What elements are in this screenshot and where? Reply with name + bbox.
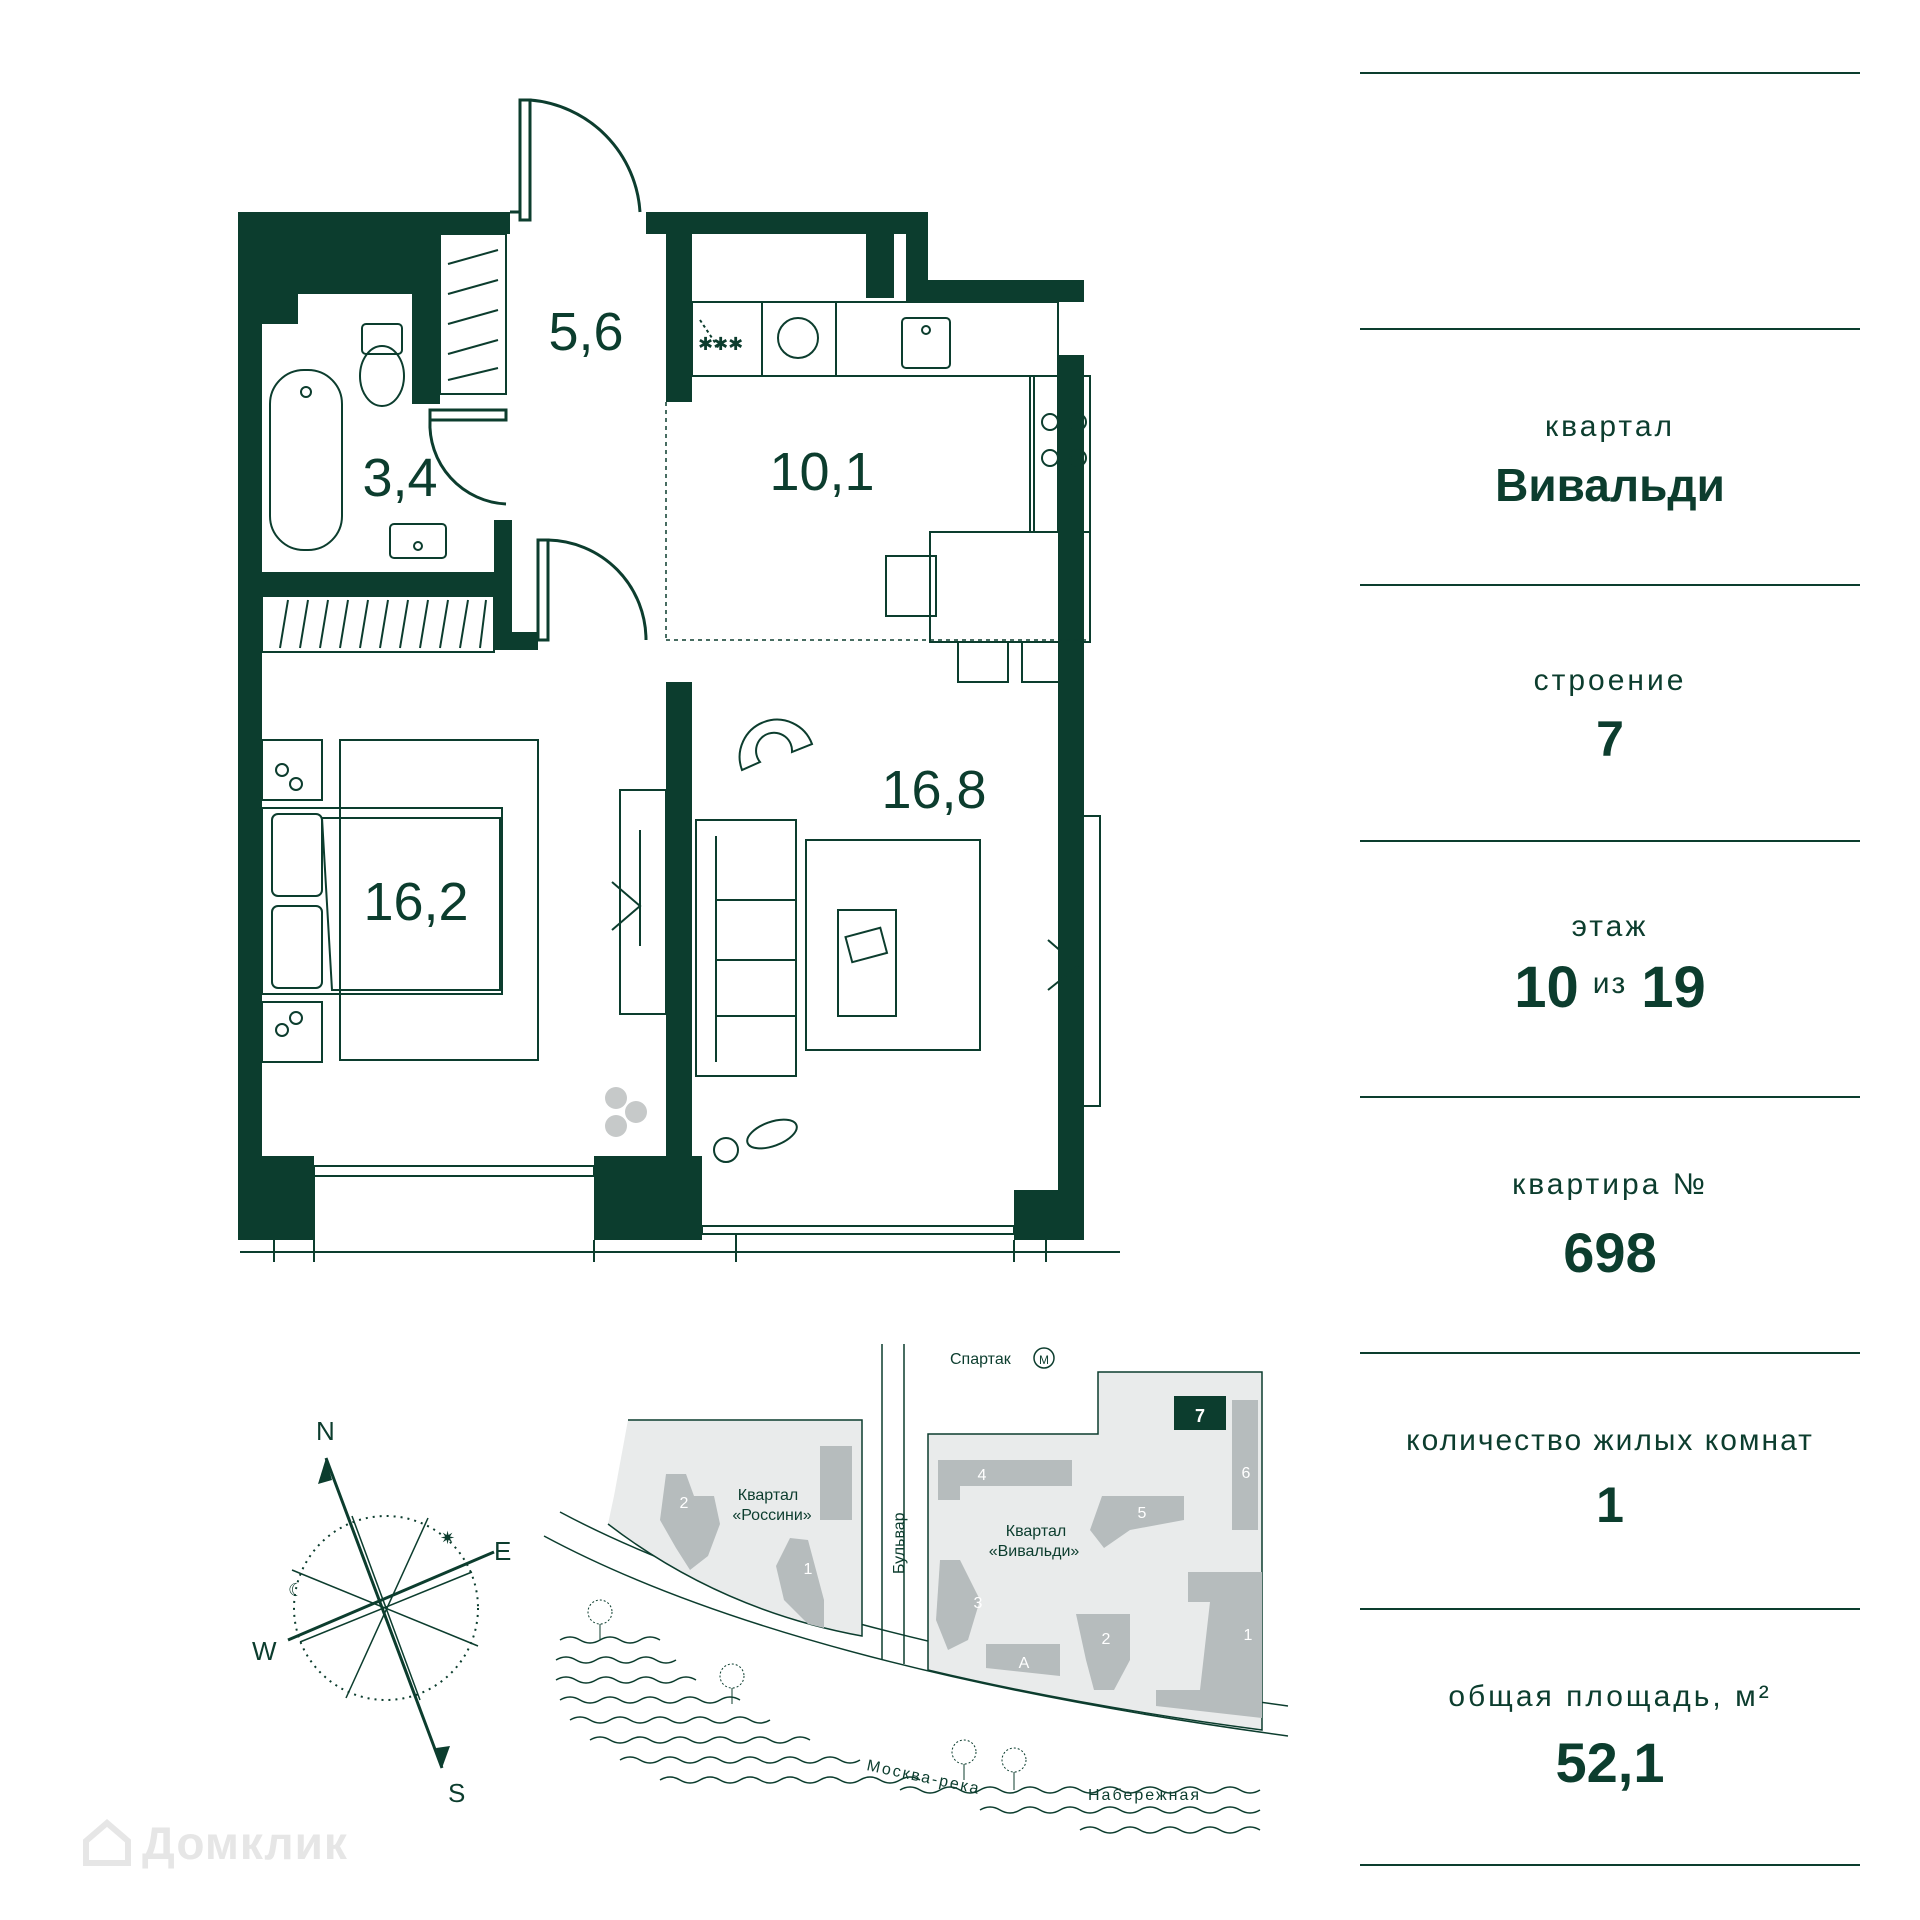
metro-symbol: М — [1039, 1353, 1049, 1367]
vivaldi-num-3: 3 — [974, 1595, 983, 1612]
rossini-buildings — [660, 1446, 852, 1628]
watermark-text: Домклик — [142, 1817, 348, 1869]
moon-icon: ☾ — [288, 1580, 304, 1600]
divider — [1360, 1352, 1860, 1354]
room-area-bath: 3,4 — [362, 448, 437, 508]
divider — [1360, 72, 1860, 74]
vivaldi-label-line1: Квартал — [1006, 1523, 1066, 1540]
kitchen-fixtures — [691, 301, 1091, 683]
bathroom-door — [428, 408, 508, 506]
windows — [240, 1165, 1120, 1262]
bedroom-wardrobe — [261, 595, 495, 653]
district-value: Вивальди — [1495, 459, 1725, 511]
site-map: 7 2 1 4 5 6 3 2 1 A Спартак М Бульвар Мо… — [543, 1344, 1289, 1834]
divider — [1360, 1864, 1860, 1866]
apartment-value: 698 — [1563, 1221, 1657, 1284]
sun-icon: ✷ — [440, 1528, 455, 1548]
room-area-bedroom: 16,2 — [363, 872, 468, 932]
metro-icon — [1033, 1347, 1055, 1369]
floor-separator: из — [1592, 967, 1628, 1000]
room-area-hall: 5,6 — [548, 302, 623, 362]
vivaldi-num-4: 4 — [978, 1467, 987, 1484]
building-numbers: 2 1 4 5 6 3 2 1 A — [680, 1465, 1253, 1672]
entrance-door — [510, 98, 642, 222]
divider — [1360, 328, 1860, 330]
rossini-num-2: 2 — [680, 1495, 689, 1512]
vivaldi-label-line2: «Вивальди» — [989, 1543, 1080, 1560]
svg-text:✱✱✱: ✱✱✱ — [698, 334, 743, 354]
highlighted-building-box — [1174, 1396, 1226, 1430]
apartment-label: квартира № — [1512, 1168, 1708, 1201]
divider — [1360, 1608, 1860, 1610]
divider — [1360, 840, 1860, 842]
rossini-label-line2: «Россини» — [732, 1507, 811, 1524]
divider — [1360, 584, 1860, 586]
vivaldi-num-5: 5 — [1138, 1505, 1147, 1522]
compass-n: N — [316, 1416, 335, 1446]
bedroom-door — [536, 538, 648, 642]
divider — [1360, 1096, 1860, 1098]
compass: N E W S ✷ ☾ — [252, 1416, 511, 1808]
rossini-num-1: 1 — [804, 1561, 813, 1578]
watermark: Домклик — [80, 1815, 348, 1870]
hall-wardrobe — [439, 233, 507, 395]
compass-s: S — [448, 1778, 465, 1808]
floor-current: 10 — [1514, 955, 1579, 1020]
outer-walls — [238, 212, 1084, 1240]
metro-label: Спартак — [950, 1351, 1012, 1368]
building-label: строение — [1533, 664, 1687, 697]
highlighted-building: 7 — [1195, 1406, 1205, 1426]
embankment-label: Набережная — [1088, 1787, 1201, 1804]
rooms-value: 1 — [1596, 1477, 1624, 1533]
vivaldi-num-1: 1 — [1244, 1627, 1253, 1644]
river-waves — [555, 1636, 1261, 1834]
vivaldi-num-a: A — [1019, 1655, 1030, 1672]
room-area-living: 16,8 — [881, 760, 986, 820]
boulevard-label: Бульвар — [891, 1512, 908, 1574]
vivaldi-num-6: 6 — [1242, 1465, 1251, 1482]
area-value: 52,1 — [1555, 1731, 1665, 1794]
vivaldi-num-2: 2 — [1102, 1631, 1111, 1648]
rossini-label-line1: Квартал — [738, 1487, 798, 1504]
district-label: квартал — [1544, 410, 1676, 443]
bedroom-furniture — [261, 739, 667, 1063]
stove-marks: ✱✱✱ — [698, 334, 743, 354]
floor-value: 10 из 19 — [1360, 954, 1860, 1021]
area-label: общая площадь, м² — [1448, 1680, 1772, 1713]
bathroom-fixtures — [269, 323, 447, 559]
compass-w: W — [252, 1636, 277, 1666]
compass-e: E — [494, 1536, 511, 1566]
floor-label: этаж — [1571, 910, 1649, 943]
plant-icon — [605, 1087, 647, 1137]
room-area-kitchen: 10,1 — [769, 442, 874, 502]
living-furniture — [695, 718, 1101, 1163]
floor-total: 19 — [1641, 955, 1706, 1020]
watermark-house-icon — [83, 1819, 131, 1866]
room-labels: 5,6 3,4 10,1 16,2 16,8 — [362, 302, 986, 932]
trees — [587, 1599, 1027, 1790]
building-value: 7 — [1596, 711, 1624, 767]
vivaldi-buildings — [936, 1400, 1262, 1718]
rooms-label: количество жилых комнат — [1406, 1424, 1814, 1457]
